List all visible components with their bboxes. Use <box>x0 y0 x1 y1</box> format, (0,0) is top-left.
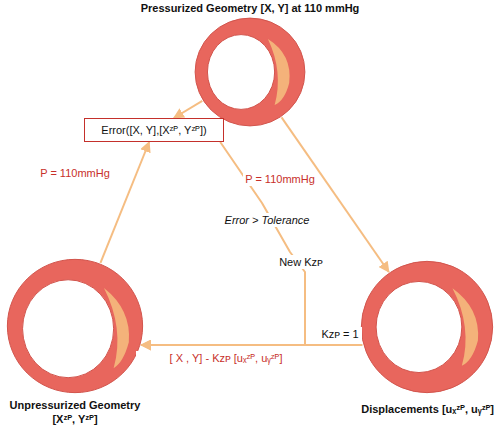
geometry-heading: Displacements [uₓᶻᴾ, uᵧᶻᴾ] <box>320 402 494 416</box>
lumen <box>207 35 274 110</box>
flow-arrow <box>174 101 202 118</box>
vessel-wall <box>7 259 142 392</box>
annotation: New Kᴢᴘ <box>274 255 328 269</box>
arrow-label: [ X , Y] - Kᴢᴘ [uₓᶻᴾ, uᵧᶻᴾ] <box>136 351 316 365</box>
vessel-wall <box>195 18 305 126</box>
vessel-wall <box>361 261 492 392</box>
annotation: Kᴢᴘ = 1 <box>318 327 362 341</box>
artery-cross-section: Displacements [uₓᶻᴾ, uᵧᶻᴾ] <box>360 260 494 394</box>
geometry-heading: Pressurized Geometry [X, Y] at 110 mmHg <box>90 1 410 15</box>
lumen <box>23 280 114 378</box>
artery-cross-section: Unpressurized Geometry [Xᶻᴾ, Yᶻᴾ] <box>6 258 144 394</box>
artery-outline <box>194 17 306 127</box>
geometry-heading: Unpressurized Geometry [Xᶻᴾ, Yᶻᴾ] <box>0 398 150 426</box>
artery-outline <box>6 258 144 394</box>
artery-outline <box>360 260 494 394</box>
flow-arrow <box>100 142 149 263</box>
lumen <box>376 281 462 372</box>
arrow-label: P = 110mmHg <box>243 172 317 186</box>
arrow-label: P = 110mmHg <box>38 166 112 180</box>
flow-arrow <box>282 117 389 272</box>
arrow-label: Error > Tolerance <box>220 213 314 227</box>
flow-arrow <box>141 344 362 346</box>
artery-cross-section: Pressurized Geometry [X, Y] at 110 mmHg <box>194 17 306 127</box>
error-box: Error([X, Y],[Xᶻᴾ, Yᶻᴾ]) <box>84 118 224 142</box>
error-formula: Error([X, Y],[Xᶻᴾ, Yᶻᴾ]) <box>101 123 206 137</box>
